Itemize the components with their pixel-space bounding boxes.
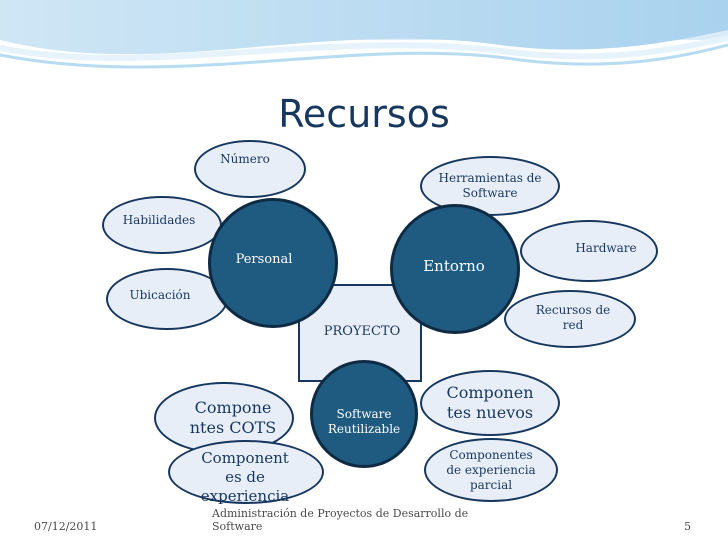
ubicacion-oval: Ubicación: [106, 268, 228, 330]
herramientas-label: Herramientas de Software: [438, 171, 542, 200]
experiencia-oval: Component es de experiencia: [168, 440, 324, 505]
proyecto-label: PROYECTO: [323, 323, 401, 339]
header-wave-decoration: [0, 0, 728, 69]
experiencia-label: Component es de experiencia: [200, 448, 290, 505]
habilidades-label: Habilidades: [122, 212, 196, 227]
hardware-oval: Hardware: [520, 220, 658, 282]
entorno-label: Entorno: [423, 256, 485, 275]
habilidades-oval: Habilidades: [102, 196, 222, 254]
numero-label: Número: [220, 151, 270, 166]
personal-hub: Personal: [208, 198, 338, 328]
experiencia-parcial-label: Componentes de experiencia parcial: [446, 447, 536, 492]
entorno-hub: Entorno: [390, 204, 520, 334]
ubicacion-label: Ubicación: [129, 287, 191, 302]
personal-label: Personal: [235, 251, 293, 267]
componentes-nuevos-oval: Componen tes nuevos: [420, 370, 560, 436]
footer-date: 07/12/2011: [34, 520, 98, 533]
slide-title: Recursos: [278, 92, 450, 136]
componentes-nuevos-label: Componen tes nuevos: [446, 383, 534, 422]
recursos-red-oval: Recursos de red: [504, 290, 636, 348]
page-number: 5: [684, 520, 691, 533]
software-reutilizable-hub: Software Reutilizable: [310, 360, 418, 468]
experiencia-parcial-oval: Componentes de experiencia parcial: [424, 438, 558, 502]
recursos-red-label: Recursos de red: [535, 303, 611, 332]
software-reutilizable-label: Software Reutilizable: [327, 407, 401, 436]
hardware-label: Hardware: [575, 240, 637, 255]
cots-label: Compone ntes COTS: [189, 398, 277, 437]
numero-oval: Número: [194, 140, 306, 198]
footer-text: Administración de Proyectos de Desarroll…: [212, 507, 469, 533]
